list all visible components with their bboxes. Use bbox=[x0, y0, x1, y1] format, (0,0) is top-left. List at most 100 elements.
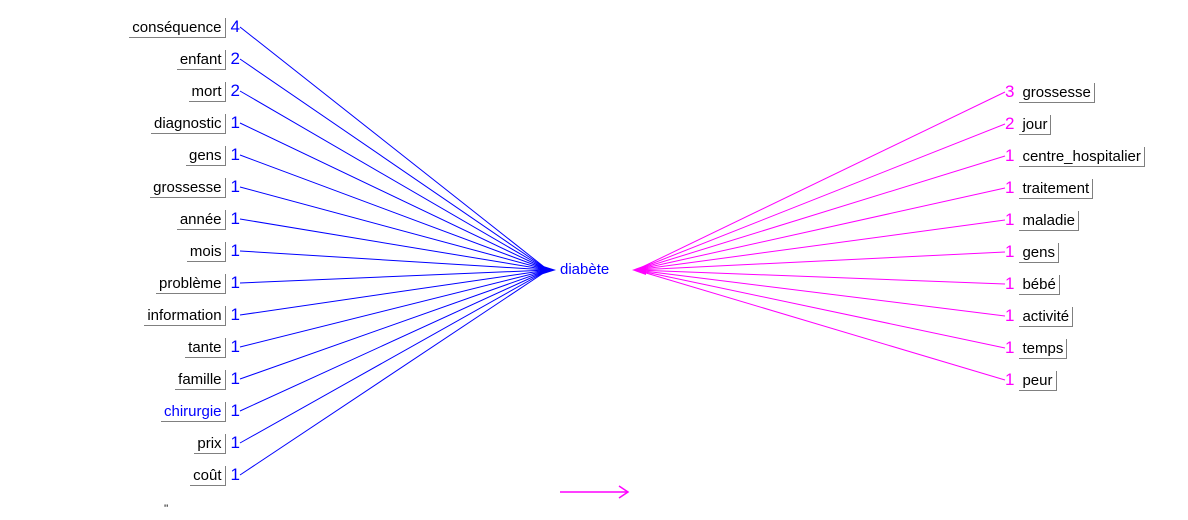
left-link-9 bbox=[239, 269, 549, 316]
left-term-count: 2 bbox=[230, 49, 240, 68]
left-term-label: conséquence bbox=[129, 18, 226, 38]
right-link-3 bbox=[635, 187, 1006, 271]
left-term-count: 1 bbox=[230, 209, 240, 228]
left-term-count: 1 bbox=[230, 401, 240, 420]
right-term-count: 1 bbox=[1005, 178, 1015, 197]
right-term-count: 1 bbox=[1005, 242, 1015, 261]
right-link-8 bbox=[635, 269, 1006, 349]
right-term-count: 1 bbox=[1005, 210, 1015, 229]
right-term-label: temps bbox=[1019, 339, 1068, 359]
right-term-label: jour bbox=[1019, 115, 1052, 135]
right-term-label: bébé bbox=[1019, 275, 1060, 295]
right-arrowhead bbox=[632, 265, 646, 275]
left-link-4 bbox=[239, 154, 549, 271]
right-term-label: activité bbox=[1019, 307, 1074, 327]
left-term-label: problème bbox=[155, 274, 226, 294]
right-term-label: grossesse bbox=[1019, 83, 1095, 103]
left-term-count: 1 bbox=[230, 113, 240, 132]
left-term-label: gens bbox=[186, 146, 226, 166]
left-term-label: diagnostic bbox=[150, 114, 226, 134]
left-link-2 bbox=[239, 90, 549, 271]
left-term-label: grossesse bbox=[150, 178, 226, 198]
left-term-label: année bbox=[176, 210, 226, 230]
left-term-label: coût bbox=[190, 466, 226, 486]
left-term-label: enfant bbox=[176, 50, 226, 70]
left-arrowhead bbox=[540, 265, 556, 275]
left-term-count: 1 bbox=[230, 337, 240, 356]
left-term-count: 4 bbox=[230, 17, 240, 36]
left-link-0 bbox=[239, 26, 549, 271]
right-link-4 bbox=[635, 219, 1006, 271]
right-link-5 bbox=[635, 251, 1006, 271]
left-term-label: famille bbox=[175, 370, 226, 390]
left-link-13 bbox=[239, 269, 549, 444]
legend-arrow-head bbox=[618, 485, 630, 499]
left-term-count: 1 bbox=[230, 241, 240, 260]
left-term-count: 1 bbox=[230, 305, 240, 324]
right-link-9 bbox=[635, 269, 1006, 381]
left-term-count: 2 bbox=[230, 81, 240, 100]
left-link-1 bbox=[239, 58, 549, 271]
left-link-8 bbox=[239, 269, 549, 284]
right-term-label: peur bbox=[1019, 371, 1057, 391]
left-link-12 bbox=[239, 269, 549, 412]
left-term-count: 1 bbox=[230, 145, 240, 164]
right-term-count: 1 bbox=[1005, 274, 1015, 293]
center-term-label: diabète bbox=[560, 261, 610, 278]
right-term-label: centre_hospitalier bbox=[1019, 147, 1145, 167]
right-term-count: 2 bbox=[1005, 114, 1015, 133]
left-link-14 bbox=[239, 269, 549, 476]
left-link-3 bbox=[239, 122, 549, 271]
left-term-count: 1 bbox=[230, 433, 240, 452]
right-term-label: traitement bbox=[1019, 179, 1094, 199]
left-link-11 bbox=[239, 269, 549, 380]
left-term-count: 1 bbox=[230, 273, 240, 292]
left-term-count: 1 bbox=[230, 369, 240, 388]
right-term-count: 1 bbox=[1005, 146, 1015, 165]
left-term-label: tante bbox=[185, 338, 226, 358]
right-term-count: 3 bbox=[1005, 82, 1015, 101]
right-link-7 bbox=[635, 269, 1006, 317]
left-link-7 bbox=[239, 250, 549, 271]
right-term-label: maladie bbox=[1019, 211, 1079, 231]
right-link-0 bbox=[635, 91, 1006, 271]
right-link-6 bbox=[635, 269, 1006, 285]
right-link-1 bbox=[635, 123, 1006, 271]
footer-mark: '' bbox=[164, 503, 169, 515]
left-term-label: mois bbox=[186, 242, 226, 262]
left-term-label: chirurgie bbox=[161, 402, 226, 422]
left-term-count: 1 bbox=[230, 177, 240, 196]
left-term-label: mort bbox=[188, 82, 226, 102]
left-term-label: prix bbox=[194, 434, 226, 454]
left-link-6 bbox=[239, 218, 549, 271]
center-term[interactable]: diabète bbox=[560, 259, 609, 281]
right-term-label: gens bbox=[1019, 243, 1059, 263]
